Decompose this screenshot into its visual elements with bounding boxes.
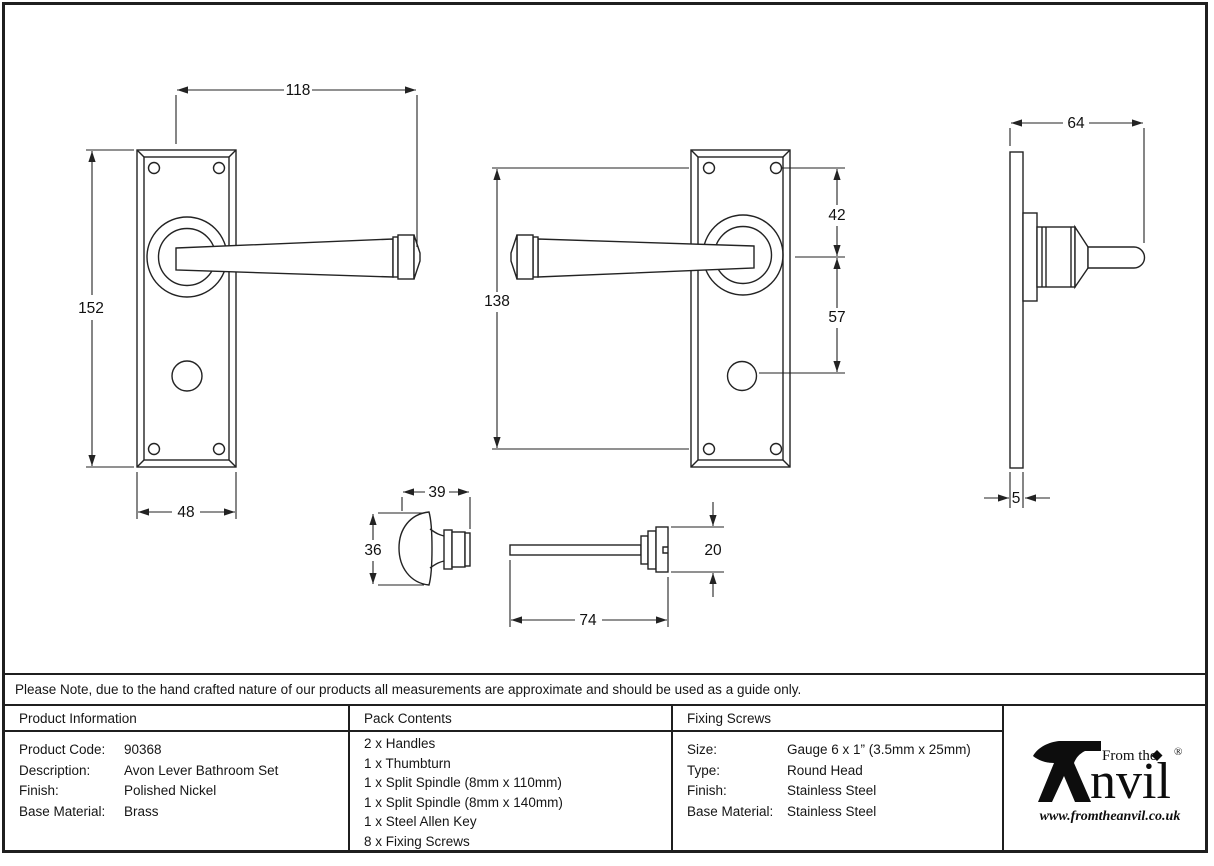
dim-lever-to-thumbturn: 57 xyxy=(828,309,845,326)
row-value: Brass xyxy=(124,803,159,819)
dimensions-view-3: 64 5 xyxy=(984,115,1145,508)
spec-sheet: 118 152 48 xyxy=(2,2,1208,853)
product-information-body: Product Code: 90368 Description: Avon Le… xyxy=(5,732,348,822)
dim-plate-top-to-lever: 42 xyxy=(828,207,845,224)
registered-trademark-symbol: ® xyxy=(1174,746,1182,758)
table-row: Base Material: Stainless Steel xyxy=(687,802,1002,823)
dim-plate-width: 48 xyxy=(177,504,194,521)
thumbturn-hole xyxy=(171,360,203,392)
row-label: Base Material: xyxy=(687,803,774,819)
product-information-header: Product Information xyxy=(5,706,348,732)
dim-thumbturn-width: 39 xyxy=(428,484,445,501)
fixing-screws-body: Size: Gauge 6 x 1” (3.5mm x 25mm) Type: … xyxy=(673,732,1002,822)
screw-hole xyxy=(769,442,783,456)
pack-contents-body: 2 x Handles 1 x Thumbturn 1 x Split Spin… xyxy=(350,732,671,852)
dim-screw-centres: 138 xyxy=(484,293,510,310)
list-item: 8 x Fixing Screws xyxy=(364,833,470,849)
fixing-screws-column: Fixing Screws Size: Gauge 6 x 1” (3.5mm … xyxy=(673,706,1004,850)
from-the-anvil-logo: From the nvil ® www.fromtheanvil.co.uk xyxy=(1032,741,1182,824)
table-row: Base Material: Brass xyxy=(19,802,348,823)
dim-projection: 64 xyxy=(1067,115,1085,132)
screw-hole xyxy=(769,161,783,175)
screw-hole xyxy=(147,161,161,175)
lever-side xyxy=(1087,246,1146,269)
rose-side xyxy=(1022,212,1038,302)
row-label: Finish: xyxy=(19,783,59,798)
dim-plate-thickness: 5 xyxy=(1012,490,1021,507)
table-row: Finish: Polished Nickel xyxy=(19,781,348,802)
list-item: 2 x Handles xyxy=(364,736,436,751)
dim-plate-height: 152 xyxy=(78,300,104,317)
pack-contents-column: Pack Contents 2 x Handles 1 x Thumbturn … xyxy=(350,706,673,850)
row-label: Description: xyxy=(19,762,91,778)
lever-hub xyxy=(1036,226,1076,288)
row-label: Finish: xyxy=(687,783,727,798)
row-value: Polished Nickel xyxy=(124,783,217,798)
screw-hole xyxy=(212,161,226,175)
thumbturn-hole xyxy=(726,360,758,392)
screw-hole xyxy=(147,442,161,456)
table-row: Description: Avon Lever Bathroom Set xyxy=(19,761,348,782)
row-label: Product Code: xyxy=(19,742,106,757)
front-view-lever-left xyxy=(510,149,791,468)
dimensions-spindle: 74 20 xyxy=(509,502,724,629)
pack-contents-header: Pack Contents xyxy=(350,706,671,732)
screw-hole xyxy=(702,161,716,175)
dim-lever-length: 118 xyxy=(286,82,311,99)
fixing-screws-header: Fixing Screws xyxy=(673,706,1002,732)
logo-website-text: www.fromtheanvil.co.uk xyxy=(1039,809,1180,824)
row-value: Round Head xyxy=(787,762,863,778)
spindle-rod xyxy=(509,544,642,556)
dimensions-thumbturn: 39 36 xyxy=(364,484,471,586)
dimensions-view-2: 138 42 57 xyxy=(484,167,846,450)
row-value: Avon Lever Bathroom Set xyxy=(124,762,279,778)
logo-from-the-text: From the xyxy=(1102,748,1157,764)
table-row: Type: Round Head xyxy=(687,761,1002,782)
table-row: Size: Gauge 6 x 1” (3.5mm x 25mm) xyxy=(687,740,1002,761)
screw-hole xyxy=(702,442,716,456)
anvil-icon xyxy=(1032,741,1101,802)
list-item: 1 x Thumbturn xyxy=(364,755,451,771)
front-view-lever-right xyxy=(136,149,421,468)
table-row: Product Code: 90368 xyxy=(19,740,348,761)
screw-hole xyxy=(212,442,226,456)
thumbturn-knob xyxy=(398,511,433,586)
list-item: 1 x Steel Allen Key xyxy=(364,814,477,830)
technical-drawing: 118 152 48 xyxy=(78,82,1146,629)
diamond-icon xyxy=(1151,750,1162,761)
lever-handle xyxy=(175,234,421,280)
row-value: Stainless Steel xyxy=(787,803,877,819)
row-value: Stainless Steel xyxy=(787,783,877,798)
logo-brand-text: nvil xyxy=(1090,753,1171,810)
row-label: Size: xyxy=(687,742,718,757)
table-row: Finish: Stainless Steel xyxy=(687,781,1002,802)
measurement-note-bar: Please Note, due to the hand crafted nat… xyxy=(5,673,1205,704)
row-value: Gauge 6 x 1” (3.5mm x 25mm) xyxy=(787,742,971,757)
lever-handle xyxy=(510,234,755,280)
thumbturn-detail xyxy=(398,511,471,586)
list-item: 1 x Split Spindle (8mm x 140mm) xyxy=(364,794,563,810)
brand-logo-cell: From the nvil ® www.fromtheanvil.co.uk xyxy=(1004,706,1205,850)
technical-drawing-area: 118 152 48 xyxy=(5,5,1205,673)
backplate-side xyxy=(1009,151,1024,469)
measurement-note-text: Please Note, due to the hand crafted nat… xyxy=(15,682,802,697)
row-label: Type: xyxy=(687,762,721,778)
side-view xyxy=(1009,151,1146,469)
dimensions-view-1: 118 152 48 xyxy=(78,82,418,521)
dim-thumbturn-height: 36 xyxy=(364,542,381,559)
row-label: Base Material: xyxy=(19,803,106,819)
spindle-detail xyxy=(509,526,669,573)
product-information-column: Product Information Product Code: 90368 … xyxy=(5,706,350,850)
list-item: 1 x Split Spindle (8mm x 110mm) xyxy=(364,775,562,791)
row-value: 90368 xyxy=(124,742,162,757)
dim-spindle-length: 74 xyxy=(579,612,597,629)
specification-table: Product Information Product Code: 90368 … xyxy=(5,704,1205,850)
dim-spindle-end-height: 20 xyxy=(704,542,722,559)
